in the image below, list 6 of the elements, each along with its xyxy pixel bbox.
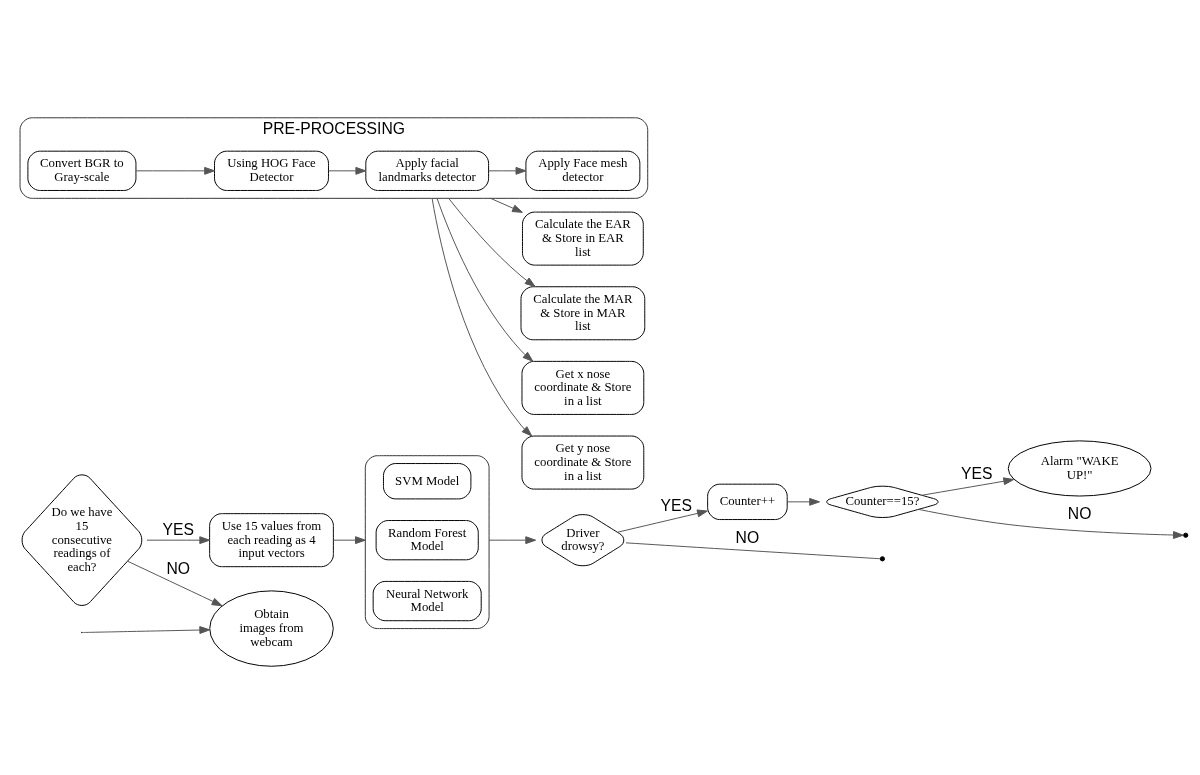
edge-label: NO (166, 559, 190, 577)
edge-label: NO (1067, 504, 1092, 522)
edge-label: YES (960, 464, 993, 482)
edge-label: NO (735, 528, 760, 546)
edge-label: YES (660, 496, 692, 513)
edge-label: YES (162, 520, 194, 538)
